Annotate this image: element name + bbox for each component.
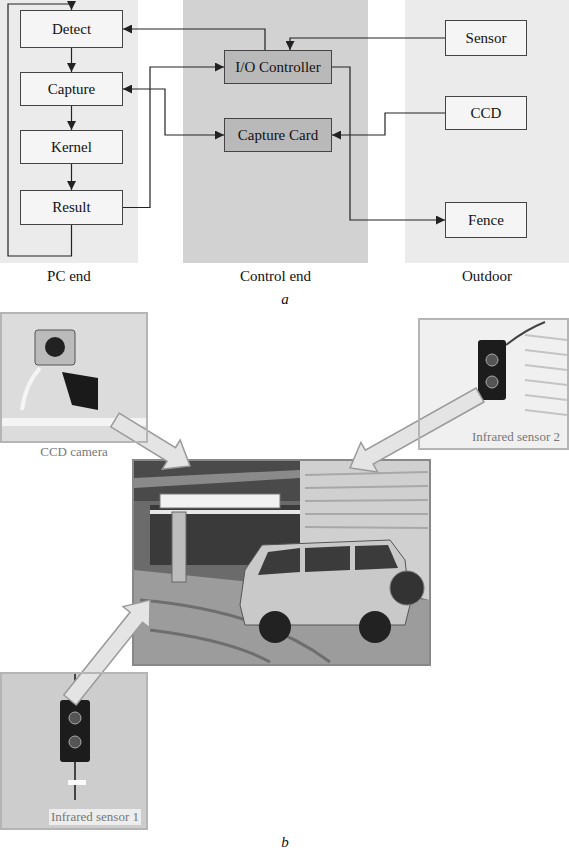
connector-arrow: [71, 48, 72, 72]
parking-photo: [133, 460, 430, 665]
process-box: Capture Card: [224, 118, 332, 152]
photo-inset: Infrared sensor 2: [418, 318, 569, 450]
region-panel: OutdoorSensorCCDFence: [405, 0, 569, 263]
panel-label: Outdoor: [405, 268, 569, 285]
sensor-body: [60, 700, 90, 762]
photo-ground: [418, 318, 569, 450]
car-window: [258, 548, 300, 575]
box-label: Capture Card: [238, 127, 318, 144]
process-box: Capture: [20, 72, 123, 106]
photo-caption: Infrared sensor 1: [49, 809, 141, 825]
box-label: Detect: [52, 21, 91, 38]
box-label: Result: [52, 199, 90, 216]
box-label: Fence: [468, 212, 504, 229]
car-wheel: [359, 611, 391, 643]
panel-label: PC end: [0, 268, 138, 285]
car-wheel: [259, 611, 291, 643]
panel-letter: a: [265, 291, 305, 308]
sensor-lens: [69, 712, 81, 724]
ceiling-beam: [134, 470, 300, 488]
box-label: I/O Controller: [235, 59, 320, 76]
region-panel: Control endI/O ControllerCapture Card: [183, 0, 368, 263]
process-box: Sensor: [445, 20, 527, 56]
sensor-lens: [486, 376, 498, 388]
process-box: I/O Controller: [224, 50, 332, 84]
wall-louvres: [525, 335, 567, 415]
pointer-arrows: [57, 380, 489, 710]
wall-louvres: [305, 472, 428, 528]
car-body: [240, 540, 410, 625]
box-label: CCD: [471, 105, 502, 122]
sensor-lens: [486, 354, 498, 366]
panel-letter: b: [265, 834, 305, 851]
connector-arrow: [71, 106, 72, 130]
sensor-lens: [69, 736, 81, 748]
camera-cable: [22, 368, 40, 410]
sensor-wire: [506, 322, 545, 345]
sensor-photo: [418, 318, 569, 450]
process-box: Result: [20, 190, 123, 225]
camera-lens: [45, 337, 65, 357]
box-label: Kernel: [51, 139, 92, 156]
sensor-body: [478, 340, 506, 400]
pointer-arrow: [342, 380, 489, 483]
photo-caption: Infrared sensor 2: [470, 429, 562, 445]
spare-tyre: [390, 571, 424, 605]
photo-caption: CCD camera: [2, 444, 146, 460]
region-panel: PC endDetectCaptureKernelResult: [0, 0, 138, 263]
panel-label: Control end: [183, 268, 368, 285]
car-window: [305, 546, 350, 572]
camera-mount: [62, 372, 98, 410]
process-box: CCD: [445, 96, 527, 130]
photo-inset: Infrared sensor 1: [0, 672, 148, 830]
car: [240, 540, 424, 643]
camera-body: [35, 330, 75, 365]
photo-ground: [133, 460, 430, 665]
zip-tie: [68, 780, 86, 785]
connector-arrow: [71, 164, 72, 190]
process-box: Detect: [20, 10, 123, 48]
gate-sign: [160, 494, 280, 508]
photo-inset: CCD camera: [0, 312, 148, 443]
box-label: Capture: [48, 81, 95, 98]
process-box: Fence: [445, 202, 527, 238]
car-window: [355, 545, 398, 570]
box-label: Sensor: [466, 30, 507, 47]
process-box: Kernel: [20, 130, 123, 164]
gate-post: [172, 512, 186, 582]
